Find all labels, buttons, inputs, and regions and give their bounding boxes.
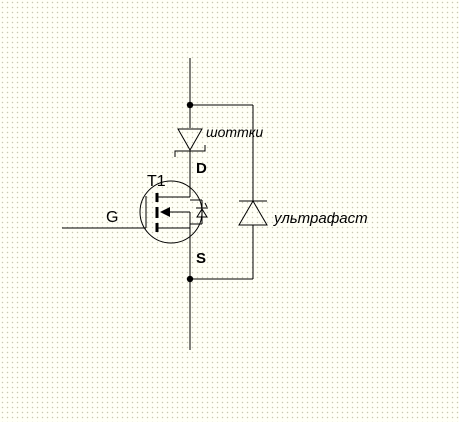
schottky-label: шоттки <box>206 124 263 140</box>
junction-dot-top-icon <box>186 101 194 109</box>
ultrafast-label: ультрафаст <box>273 210 368 227</box>
mosfet-icon <box>62 180 208 248</box>
transistor-designator: T1 <box>147 173 166 190</box>
junction-dot-bottom-icon <box>186 275 194 283</box>
gate-label: G <box>106 209 118 226</box>
schottky-diode-icon <box>174 128 206 157</box>
ultrafast-diode-icon <box>238 200 268 226</box>
drain-label: D <box>196 160 207 177</box>
source-label: S <box>196 250 206 267</box>
